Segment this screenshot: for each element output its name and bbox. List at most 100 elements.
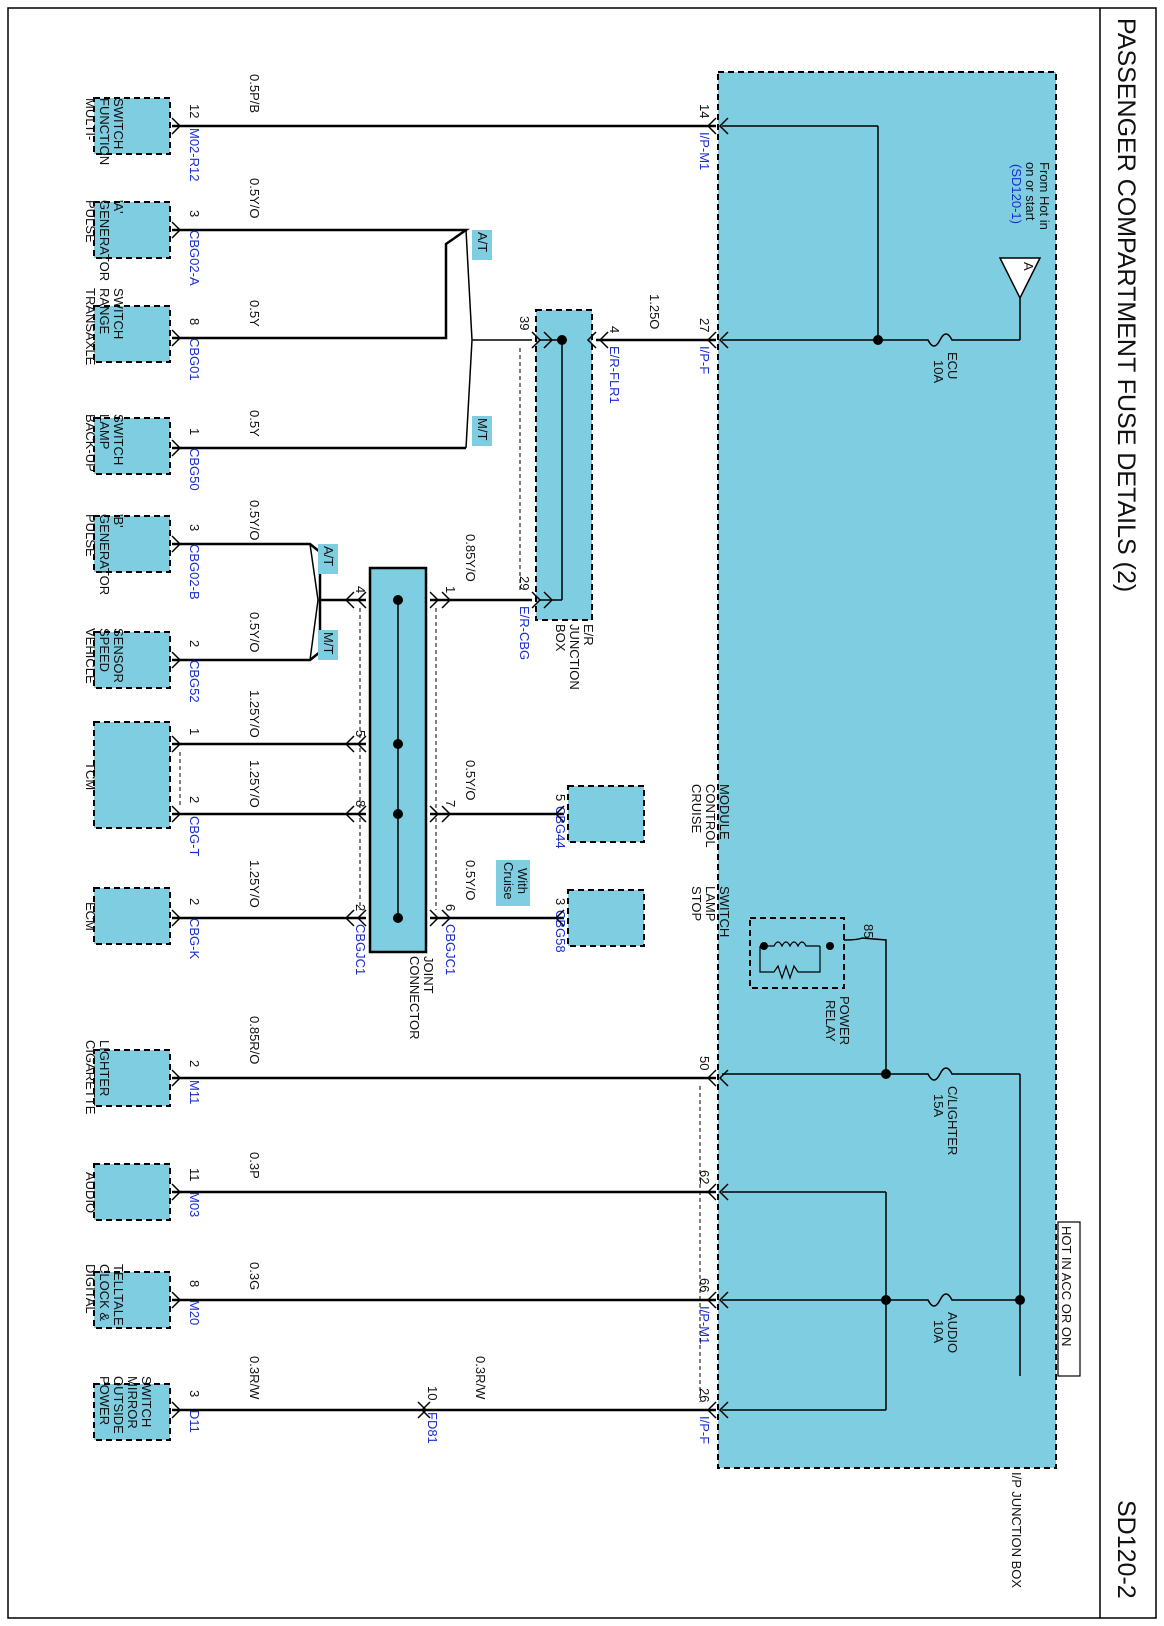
wire-color: 0.5Y/O <box>247 612 262 652</box>
conn-label: I/P-M1 <box>697 1306 712 1344</box>
wire-color: 1.25Y/O <box>247 690 262 738</box>
audio-fuse-name: AUDIO <box>945 1312 960 1353</box>
digital-clock-box <box>93 1271 171 1329</box>
wire-w3-w4 <box>172 228 470 340</box>
conn-label: CBG52 <box>187 660 202 703</box>
jc-nodes <box>393 595 403 923</box>
cigarette-lighter-box <box>93 1049 171 1107</box>
ip-box-label: I/P JUNCTION BOX <box>1009 1472 1024 1588</box>
stop-lamp-switch-box <box>567 889 645 947</box>
pin-label: 29 <box>517 576 532 590</box>
pin-label: 27 <box>697 318 712 332</box>
clighter-fuse-rating: 15A <box>931 1094 946 1117</box>
wire-color: 0.5Y <box>247 300 262 327</box>
wire-color: 0.3P <box>247 1152 262 1179</box>
pin-label: 3 <box>187 210 202 217</box>
at-badge-text: A/T <box>475 232 490 252</box>
conn-label: I/P-F <box>697 1416 712 1444</box>
page-frame <box>7 7 1157 1619</box>
backup-lamp-switch-box <box>93 417 171 475</box>
conn-label: CBG02-B <box>187 544 202 600</box>
relay-resistor-icon <box>759 946 821 980</box>
wire-color: 0.5Y/O <box>247 178 262 218</box>
relay-coil-icon <box>760 941 820 948</box>
comp-label: STOPLAMPSWITCH <box>689 886 732 937</box>
ecm-box <box>93 887 171 945</box>
tcm-box <box>93 721 171 829</box>
conn-label: CBG01 <box>187 338 202 381</box>
ecu-fuse-name: ECU <box>945 352 960 379</box>
wire-color: 0.85R/O <box>247 1016 262 1064</box>
source-triangle-icon <box>998 257 1042 300</box>
pin-label: 3 <box>553 898 568 905</box>
conn-label: CBG44 <box>553 806 568 849</box>
relay-label-1: POWER <box>837 996 852 1045</box>
pin-label: 26 <box>697 1388 712 1402</box>
conn-label: CBG-T <box>187 816 202 857</box>
pin-label: 3 <box>187 524 202 531</box>
conn-label: CBGJC1 <box>353 924 368 975</box>
pin-label: 2 <box>187 898 202 905</box>
wire-color: 1.25Y/O <box>247 860 262 908</box>
pin-label: 14 <box>697 104 712 118</box>
at-mt-split <box>309 229 532 661</box>
er-box-label-2: JUNCTION <box>567 624 582 690</box>
comp-label: CRUISECONTROLMODULE <box>689 784 732 848</box>
ecu-fuse-rating: 10A <box>931 360 946 383</box>
hot-label-box <box>1057 1221 1081 1377</box>
jc-label-2: CONNECTOR <box>407 956 422 1040</box>
mt-badge-2 <box>318 630 338 660</box>
relay-pin: 85 <box>861 924 876 938</box>
conn-label: I/P-F <box>697 346 712 374</box>
component-labels: MULTI-FUNCTIONSWITCH PULSEGENERATOR'A' T… <box>83 98 732 1434</box>
pin-label: 8 <box>353 800 368 807</box>
pin-label: 8 <box>187 318 202 325</box>
audio-box <box>93 1163 171 1221</box>
wire-colors: 0.5P/B 1.25O 0.5Y/O 0.5Y 0.5Y 0.85Y/O 0.… <box>247 74 662 1400</box>
pin-label: 6 <box>443 904 458 911</box>
wire-color: 1.25Y/O <box>247 760 262 808</box>
splice-dot <box>873 335 883 345</box>
comp-label: PULSEGENERATOR'A' <box>83 200 126 281</box>
pulse-generator-b-box <box>93 515 171 573</box>
comp-label: TRANSAXLERANGESWITCH <box>83 288 126 366</box>
at-badge <box>472 230 492 260</box>
pin-label: 2 <box>187 1060 202 1067</box>
conn-label: CBG02-A <box>187 230 202 286</box>
connector-dashes <box>179 348 701 1402</box>
conn-label: I/P-M1 <box>697 132 712 170</box>
hot-label: HOT IN ACC OR ON <box>1059 1226 1074 1346</box>
page-title: PASSENGER COMPARTMENT FUSE DETAILS (2) <box>1112 18 1140 592</box>
audio-fuse-rating: 10A <box>931 1320 946 1343</box>
conn-label: E/R-CBG <box>517 606 532 660</box>
splice-dot <box>557 335 567 345</box>
conn-label: E/R-FLR1 <box>607 346 622 404</box>
pin-label: 66 <box>697 1278 712 1292</box>
mt-badge <box>472 416 492 446</box>
pin-label: 62 <box>697 1170 712 1184</box>
transaxle-range-switch-box <box>93 305 171 363</box>
wire-color: 0.5Y/O <box>463 760 478 800</box>
power-outside-mirror-switch-box <box>93 1383 171 1441</box>
badge-group: A/T M/T A/T M/T With Cruise <box>318 230 530 906</box>
at-badge-2-text: A/T <box>321 546 336 566</box>
pin-label: 1 <box>187 428 202 435</box>
cruise-control-module-box <box>567 785 645 843</box>
er-box-label-1: E/R <box>581 624 596 646</box>
pin-label: 2 <box>187 796 202 803</box>
conn-label: CBGJC1 <box>443 924 458 975</box>
pin-label: 10 <box>425 1386 440 1400</box>
conn-label: D11 <box>187 1410 202 1433</box>
terminal-chevrons <box>171 117 729 1419</box>
comp-label: PULSEGENERATOR'B' <box>83 514 126 595</box>
wire-color: 0.85Y/O <box>463 534 478 582</box>
wire-color: 0.5Y <box>247 410 262 437</box>
comp-label: TCM <box>83 762 98 790</box>
mt-badge-text: M/T <box>475 418 490 440</box>
pin-label: 8 <box>187 1280 202 1287</box>
wire-color: 0.3R/W <box>473 1356 488 1400</box>
pin-label: 5 <box>353 730 368 737</box>
comp-label: DIGITALCLOCK &TELLTALE <box>83 1264 126 1326</box>
wire-color: 1.25O <box>647 294 662 329</box>
wire-color: 0.5P/B <box>247 74 262 113</box>
